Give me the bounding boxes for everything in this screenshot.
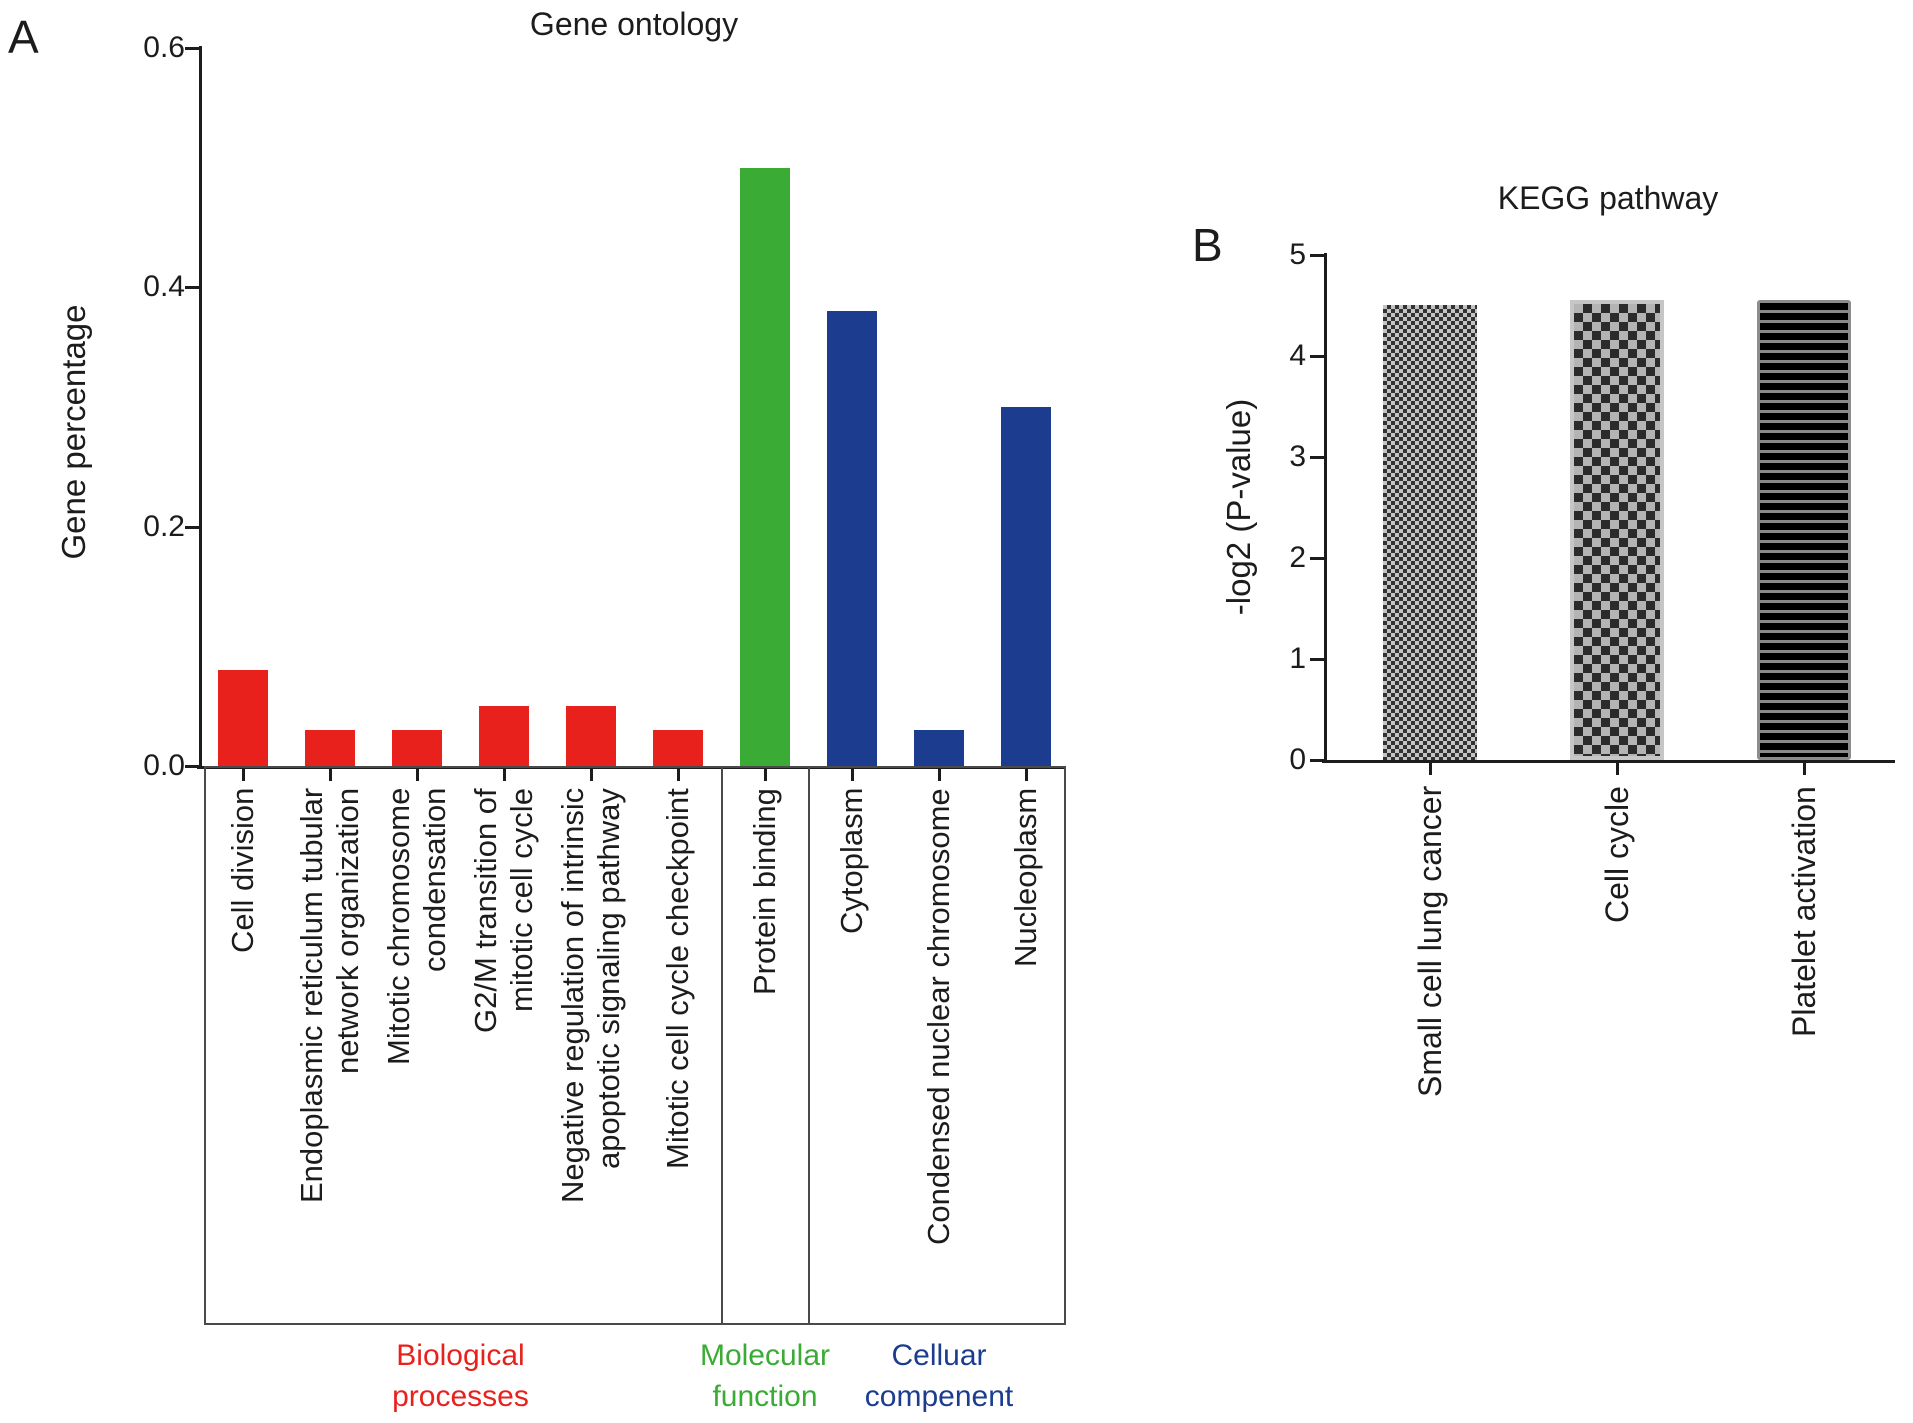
panel-b-ytick-label: 2 bbox=[1289, 541, 1306, 574]
panel-b-xtick-mark bbox=[1429, 762, 1432, 775]
panel-a-xtick-mark bbox=[764, 768, 767, 781]
panel-a-group-divider-2 bbox=[808, 766, 810, 1325]
panel-a-ytick-mark bbox=[185, 525, 200, 529]
panel-a-group-divider-1 bbox=[721, 766, 723, 1325]
bar-cytoplasm bbox=[827, 311, 877, 766]
bar-endoplasmic-reticulum-tubular-network-organization bbox=[305, 730, 355, 766]
panel-b-ytick-mark bbox=[1310, 759, 1325, 762]
panel-a-letter: A bbox=[8, 11, 39, 63]
bar-negative-regulation-of-intrinsic-apoptotic-signaling-pathway bbox=[566, 706, 616, 766]
panel-b-ytick-mark bbox=[1310, 658, 1325, 661]
panel-a-ytick-mark bbox=[185, 47, 200, 51]
bar-cell-cycle bbox=[1570, 300, 1664, 760]
panel-b-xtick-mark bbox=[1616, 762, 1619, 775]
panel-b-ytick-mark bbox=[1310, 355, 1325, 358]
panel-a-ytick-mark bbox=[185, 765, 200, 768]
panel-b-letter: B bbox=[1192, 219, 1223, 271]
panel-b-title: KEGG pathway bbox=[1497, 180, 1719, 216]
panel-a-xtick-mark bbox=[503, 768, 506, 781]
bar-nucleoplasm bbox=[1001, 407, 1051, 766]
panel-a-xtick-mark bbox=[1025, 768, 1028, 781]
panel-a-y-axis-label: Gene percentage bbox=[55, 304, 92, 560]
panel-b-ytick-label: 1 bbox=[1289, 642, 1306, 675]
panel-a-xtick-mark bbox=[677, 768, 680, 781]
category-label-small-cell-lung-cancer: Small cell lung cancer bbox=[1412, 786, 1448, 1098]
panel-b-ytick-mark bbox=[1310, 557, 1325, 560]
bar-condensed-nuclear-chromosome bbox=[914, 730, 964, 766]
panel-a-y-axis-line bbox=[199, 46, 202, 769]
bar-cell-division bbox=[218, 670, 268, 766]
category-label-cell-cycle: Cell cycle bbox=[1599, 786, 1635, 923]
panel-b-ytick-mark bbox=[1310, 456, 1325, 459]
panel-a-ytick-label: 0.2 bbox=[143, 509, 185, 543]
panel-b-ytick-mark bbox=[1310, 254, 1325, 257]
panel-b-ytick-label: 0 bbox=[1289, 743, 1306, 776]
panel-a-ytick-label: 0.0 bbox=[143, 749, 185, 782]
bar-small-cell-lung-cancer bbox=[1383, 305, 1477, 760]
bar-protein-binding bbox=[740, 168, 790, 766]
panel-a-label-frame bbox=[204, 766, 1066, 1325]
bar-mitotic-cell-cycle-checkpoint bbox=[653, 730, 703, 766]
group-label-biological-processes: Biological processes bbox=[392, 1339, 529, 1413]
bar-mitotic-chromosome-condensation bbox=[392, 730, 442, 766]
panel-a-title: Gene ontology bbox=[529, 6, 739, 42]
panel-a-ytick-label: 0.4 bbox=[143, 270, 185, 304]
bar-platelet-activation bbox=[1757, 300, 1851, 760]
panel-b-ytick-label: 3 bbox=[1289, 440, 1306, 473]
panel-a-xtick-mark bbox=[416, 768, 419, 781]
panel-b-y-axis-line bbox=[1324, 253, 1327, 763]
panel-b-y-axis-label: -log2 (P-value) bbox=[1220, 398, 1257, 616]
panel-b-xtick-mark bbox=[1803, 762, 1806, 775]
panel-a-xtick-mark bbox=[590, 768, 593, 781]
panel-b-ytick-label: 5 bbox=[1289, 238, 1306, 271]
panel-a-ytick-mark bbox=[185, 286, 200, 290]
panel-a-ytick-label: 0.6 bbox=[143, 31, 185, 65]
bar-g2-m-transition-of-mitotic-cell-cycle bbox=[479, 706, 529, 766]
panel-a-xtick-mark bbox=[938, 768, 941, 781]
panel-b-x-axis-line bbox=[1322, 760, 1895, 763]
group-label-celluar-compenent: Celluar compenent bbox=[864, 1339, 1014, 1413]
category-label-platelet-activation: Platelet activation bbox=[1786, 786, 1822, 1037]
group-label-molecular-function: Molecular function bbox=[699, 1339, 831, 1413]
panel-a-xtick-mark bbox=[242, 768, 245, 781]
panel-a-xtick-mark bbox=[329, 768, 332, 781]
panel-b-ytick-label: 4 bbox=[1289, 339, 1306, 372]
panel-a-xtick-mark bbox=[851, 768, 854, 781]
